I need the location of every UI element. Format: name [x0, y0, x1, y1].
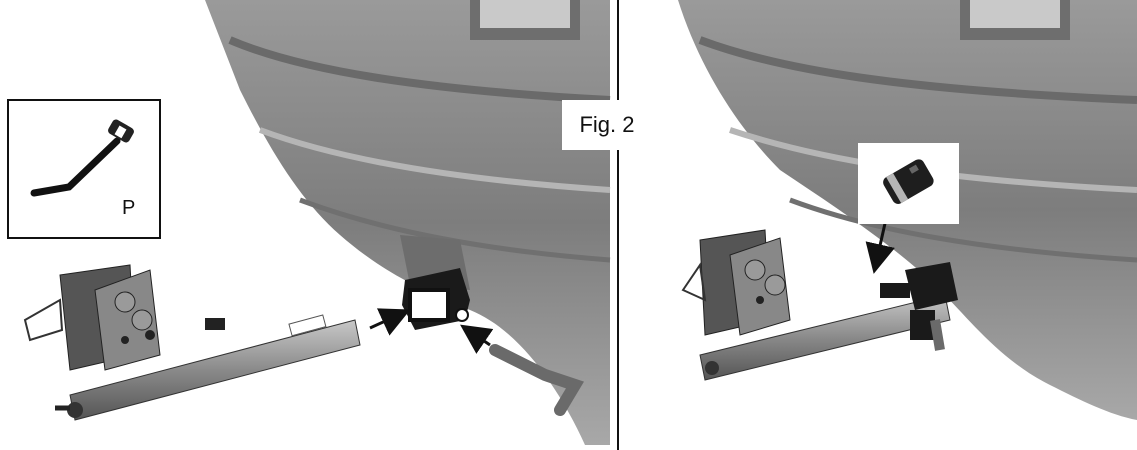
receiver-cap-icon: [883, 159, 934, 204]
right-rack-assembly: [681, 229, 958, 381]
pin-callout-letter: P: [122, 197, 136, 219]
arrow-icon: [460, 324, 494, 354]
arrow-icon: [369, 308, 411, 336]
left-rack-assembly: [23, 264, 361, 421]
loose-hitch-pin: [489, 344, 584, 416]
left-vehicle-rear: [205, 0, 611, 445]
hitch-pin-icon: [30, 119, 134, 197]
left-receiver-hitch: [402, 268, 470, 330]
figure-label: Fig. 2: [562, 100, 652, 150]
hitch-pin-inset: P: [7, 99, 161, 239]
receiver-cap-inset: [858, 143, 959, 224]
